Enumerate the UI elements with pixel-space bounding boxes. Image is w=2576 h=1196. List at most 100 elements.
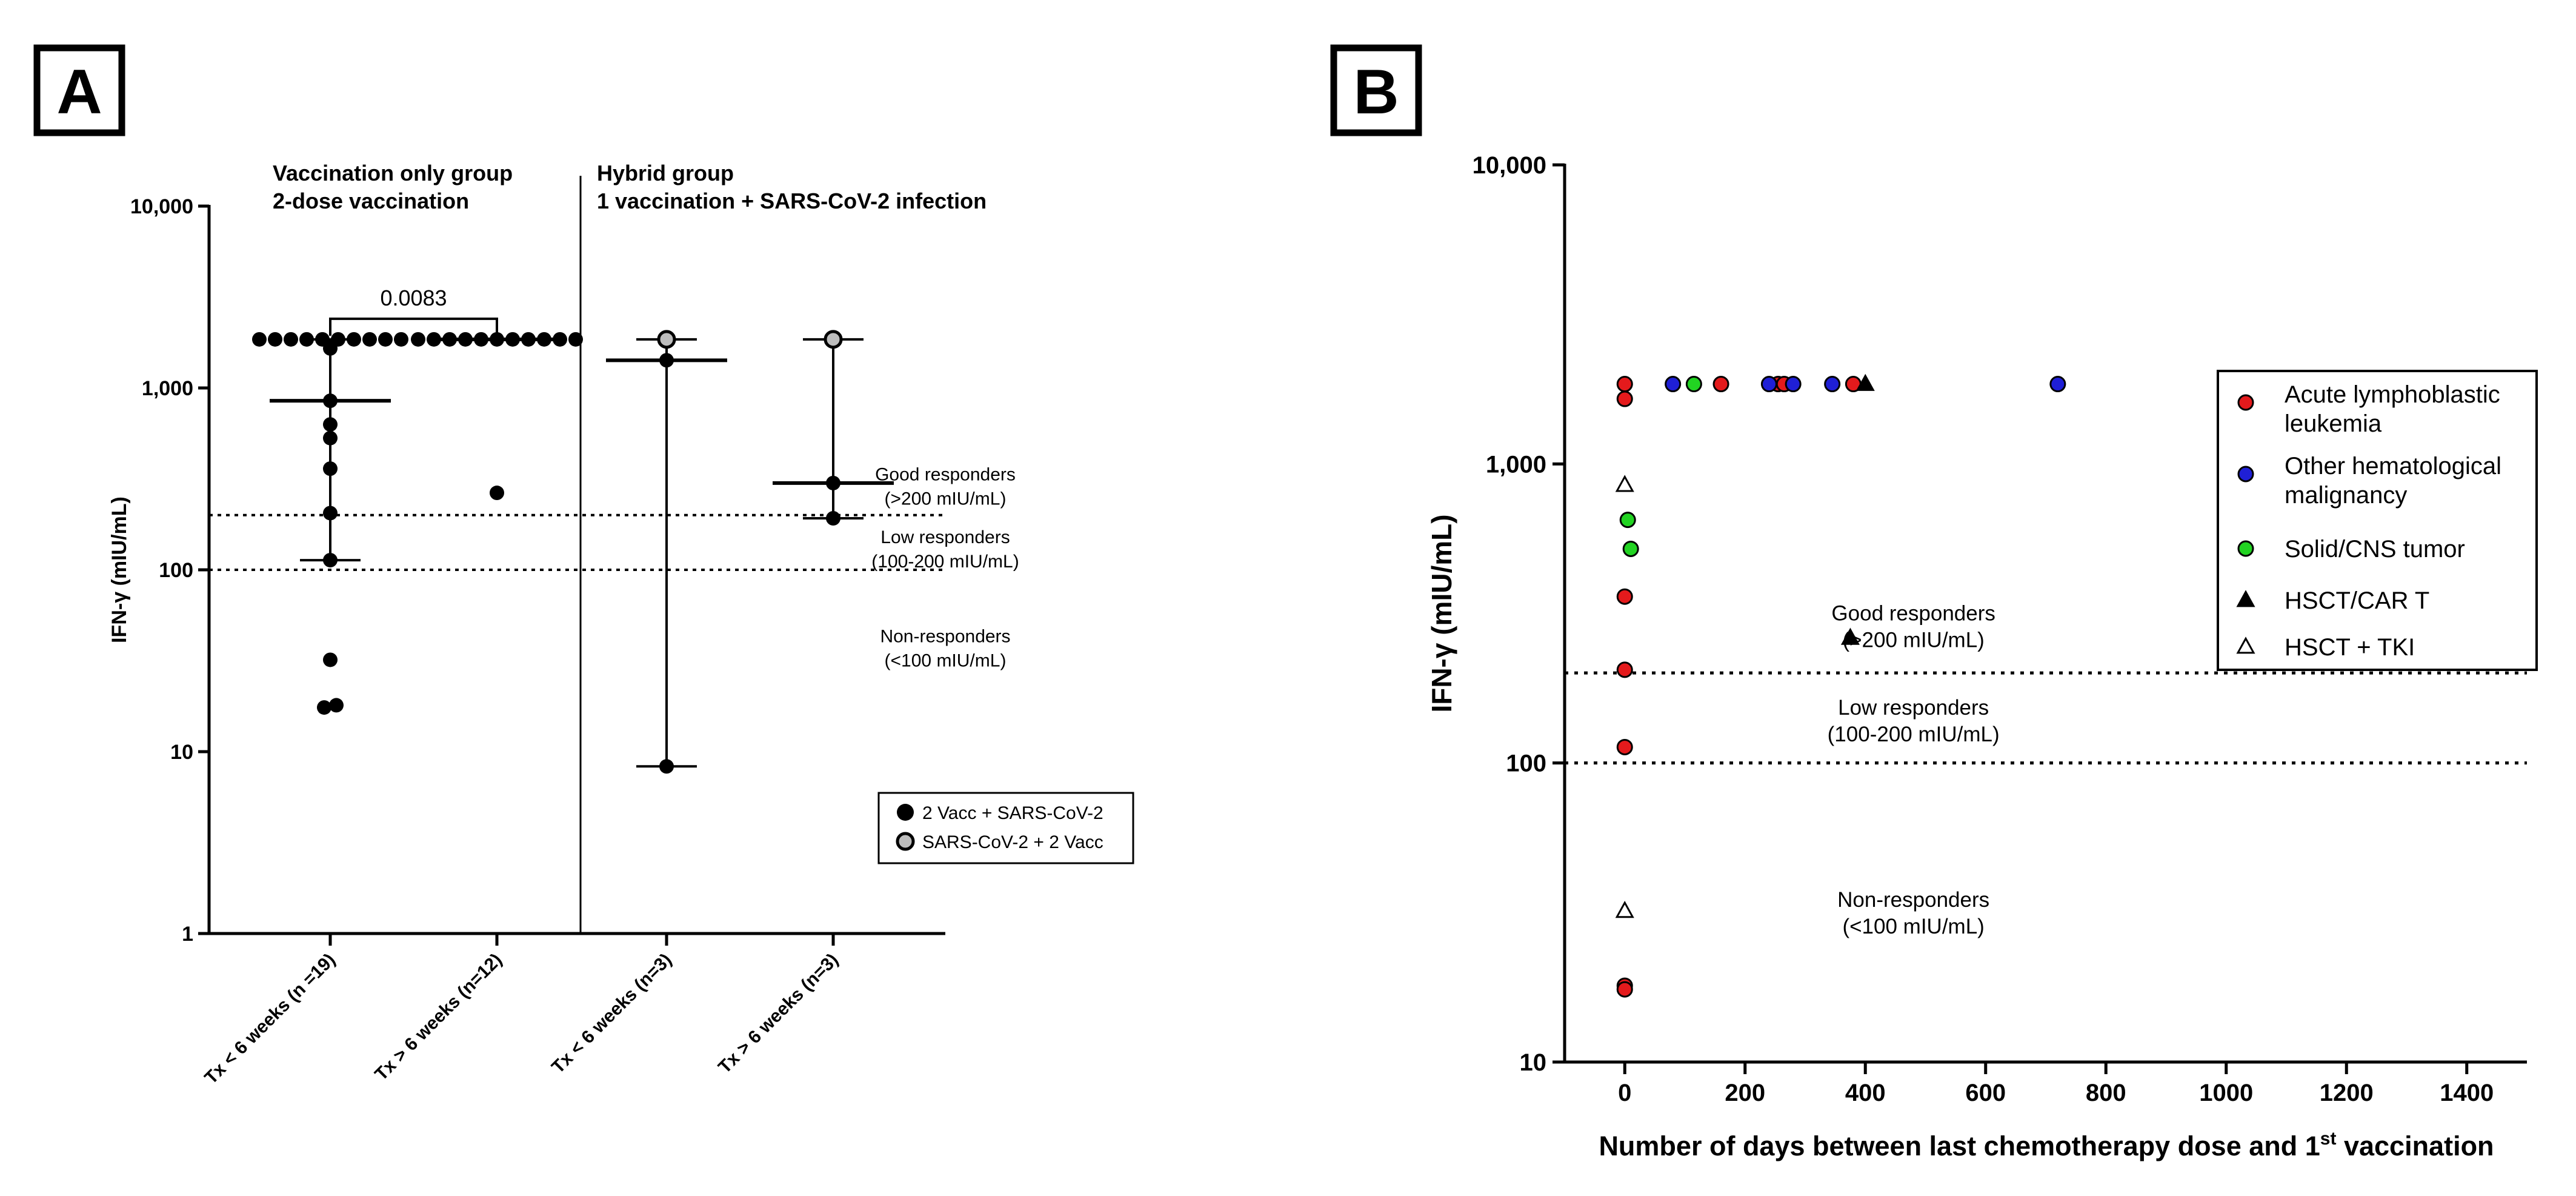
x-tick-label: 800 [2086,1080,2126,1106]
data-point [2049,376,2066,393]
data-point [1665,376,1682,393]
legend-label: SARS-CoV-2 + 2 Vacc [922,832,1103,852]
responder-annotation: Low responders [880,527,1010,547]
data-point [537,332,551,347]
data-point [442,332,457,347]
data-point [323,430,338,446]
data-point [1616,738,1633,755]
y-tick-label: 1 [182,923,193,946]
y-tick-label: 10,000 [1473,152,1546,179]
legend-label: HSCT + TKI [2285,634,2415,661]
data-point [284,332,298,347]
x-axis-label-superscript: st [2320,1129,2337,1149]
panel-label: A [56,57,102,127]
data-point [1616,376,1633,393]
data-point [826,511,840,526]
data-point [427,332,441,347]
legend-marker [2236,636,2255,654]
legend-label: Acute lymphoblastic [2285,381,2500,408]
responder-annotation: Non-responders [880,626,1010,646]
legend-box [877,792,1134,864]
x-tick-label: 600 [1965,1080,2006,1106]
data-point [458,332,473,347]
x-axis-label-tail: vaccination [2336,1131,2494,1161]
data-point [1685,376,1702,393]
panel-label-box [1330,44,1422,136]
x-tick-label: Tx > 6 weeks (n=3) [714,950,842,1078]
legend-label: HSCT/CAR T [2285,587,2429,614]
legend-marker [896,832,915,851]
legend-marker [2237,394,2254,411]
legend-marker [2236,590,2255,607]
significance-bracket [329,317,498,336]
x-tick-label: 200 [1725,1080,1765,1106]
legend-label: malignancy [2285,482,2407,509]
data-point [1616,390,1633,407]
data-point [659,353,674,368]
data-point [323,461,338,476]
data-point [1616,588,1633,605]
legend-marker [2237,466,2254,483]
data-point [378,332,393,347]
responder-annotation: (<100 mIU/mL) [885,650,1007,670]
group-title: Vaccination only group [273,161,513,185]
data-point [1616,661,1633,678]
data-point [323,417,338,432]
data-point [505,332,520,347]
data-point [490,332,504,347]
y-tick-label: 100 [159,559,193,582]
x-axis-label: Number of days between last chemotherapy… [1599,1129,2494,1161]
data-point [329,698,344,713]
responder-annotation: Low responders [1838,696,1989,720]
data-point [394,332,408,347]
responder-annotation: Good responders [875,465,1016,485]
data-point [323,393,338,409]
group-title: 2-dose vaccination [273,189,469,213]
y-axis-label: IFN-γ (mIU/mL) [108,496,131,643]
data-point [317,700,331,715]
data-point [1855,373,1875,391]
data-point [411,332,425,347]
x-tick-label: 1200 [2320,1080,2374,1106]
responder-annotation: (<100 mIU/mL) [1842,915,1984,938]
responder-annotation: (>200 mIU/mL) [885,489,1007,509]
y-tick-label: 10,000 [130,195,193,218]
data-point [568,332,583,347]
legend-marker [2237,540,2254,557]
x-tick-label: 1400 [2440,1080,2494,1106]
data-point [323,553,338,568]
data-point [1615,475,1634,492]
data-point [553,332,567,347]
data-point [474,332,488,347]
data-point [323,652,338,667]
data-point [362,332,377,347]
data-point [323,506,338,521]
data-point [824,330,843,349]
y-tick-label: 1,000 [142,377,193,400]
data-point [490,486,504,501]
data-point [1615,901,1634,918]
y-axis-label: IFN-γ (mIU/mL) [1426,514,1457,712]
data-point [1840,627,1860,645]
x-tick-label: 0 [1618,1080,1631,1106]
data-point [1712,376,1729,393]
data-point [1785,376,1802,393]
responder-annotation: (100-200 mIU/mL) [1828,723,2000,746]
data-point [659,759,674,774]
y-tick-label: 1,000 [1486,451,1546,478]
responder-annotation: Good responders [1831,601,1995,625]
data-point [347,332,361,347]
data-point [299,332,314,347]
data-point [1616,981,1633,998]
data-point [657,330,676,349]
data-point [268,332,282,347]
x-tick-label: Tx < 6 weeks (n=3) [548,950,676,1078]
legend-label: leukemia [2285,410,2382,437]
group-title: 1 vaccination + SARS-CoV-2 infection [597,189,987,213]
panel-label-box [33,44,125,136]
